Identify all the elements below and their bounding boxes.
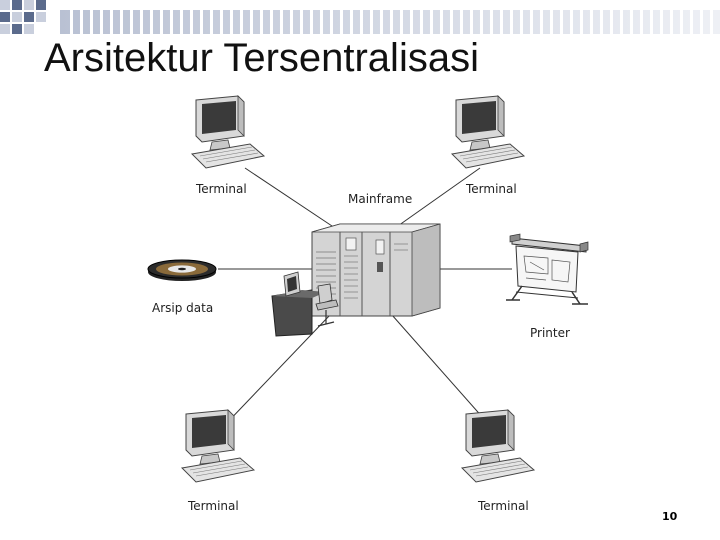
tape-reel-icon <box>147 259 217 281</box>
mainframe-icon <box>271 223 441 337</box>
line-mainframe-terminal-top-left <box>244 167 336 229</box>
computer-icon <box>451 95 525 169</box>
line-mainframe-terminal-top-right <box>394 167 481 229</box>
label-archive: Arsip data <box>152 301 214 315</box>
label-mainframe: Mainframe <box>348 192 413 206</box>
page-number: 10 <box>662 510 678 523</box>
label-terminal-bottom-left: Terminal <box>188 499 239 513</box>
slide-title: Arsitektur Tersentralisasi <box>44 36 479 80</box>
plotter-printer-icon <box>506 233 589 305</box>
label-terminal-top-right: Terminal <box>466 182 517 196</box>
label-printer: Printer <box>530 326 570 340</box>
computer-icon <box>191 95 265 169</box>
label-terminal-top-left: Terminal <box>196 182 247 196</box>
computer-icon <box>461 409 535 483</box>
label-terminal-bottom-right: Terminal <box>478 499 529 513</box>
header-decoration <box>0 0 720 34</box>
line-mainframe-terminal-bottom-right <box>391 314 493 429</box>
computer-icon <box>181 409 255 483</box>
